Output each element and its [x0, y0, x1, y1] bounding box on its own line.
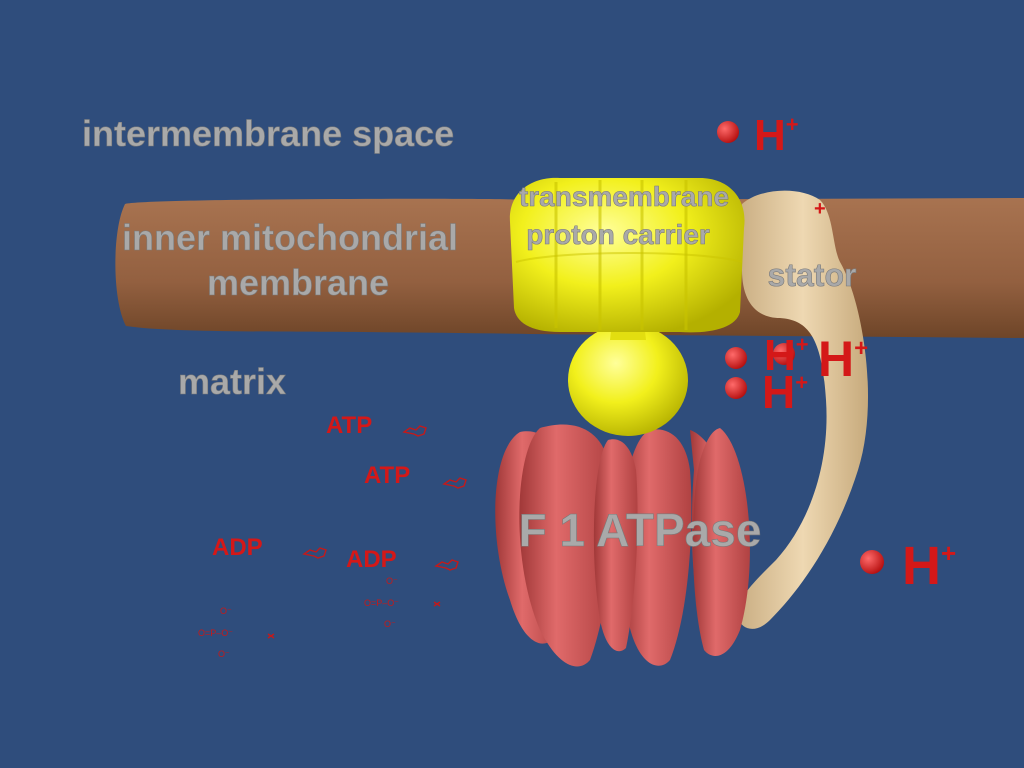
proton-label: H+ — [764, 331, 809, 380]
adp-label: ADP — [212, 534, 263, 561]
proton-label: H+ — [762, 366, 808, 418]
svg-text:O=P–O⁻: O=P–O⁻ — [364, 598, 399, 608]
svg-text:O=P–O⁻: O=P–O⁻ — [198, 628, 233, 638]
proton-label: H+ — [902, 536, 956, 596]
svg-text:O⁻: O⁻ — [384, 619, 396, 629]
atp-label: ATP — [364, 462, 410, 489]
svg-text:O⁻: O⁻ — [218, 649, 230, 659]
gamma-stalk — [568, 324, 688, 436]
phosphate-icon: O⁻ O=P–O⁻ O⁻ — [198, 606, 233, 659]
inner-membrane-label: membrane — [207, 262, 389, 303]
proton-dot — [717, 121, 739, 143]
stator-label: stator — [768, 257, 857, 293]
inner-membrane-label: inner mitochondrial — [122, 217, 458, 258]
f1-atpase-label: F 1 ATPase — [519, 504, 762, 556]
matrix-label: matrix — [178, 361, 286, 402]
atp-molecule-icon — [267, 425, 467, 639]
proton-dot — [725, 377, 747, 399]
proton-carrier-ring — [509, 177, 745, 333]
proton-label: + — [814, 198, 826, 220]
atp-label: ATP — [326, 412, 372, 439]
stator-shape — [737, 190, 869, 629]
adp-label: ADP — [346, 546, 397, 573]
f1-atpase-head — [495, 424, 750, 667]
proton-dot — [860, 550, 884, 574]
svg-text:O⁻: O⁻ — [386, 576, 398, 586]
proton-label: H+ — [754, 111, 799, 160]
intermembrane-space-label: intermembrane space — [82, 113, 454, 154]
proton-dot — [725, 347, 747, 369]
proton-label: H+ — [818, 331, 868, 387]
carrier-label: transmembrane — [519, 181, 729, 212]
svg-text:O⁻: O⁻ — [220, 606, 232, 616]
proton-dot — [773, 343, 795, 365]
phosphate-icon: O⁻ O=P–O⁻ O⁻ — [364, 576, 399, 629]
carrier-label: proton carrier — [526, 219, 710, 250]
